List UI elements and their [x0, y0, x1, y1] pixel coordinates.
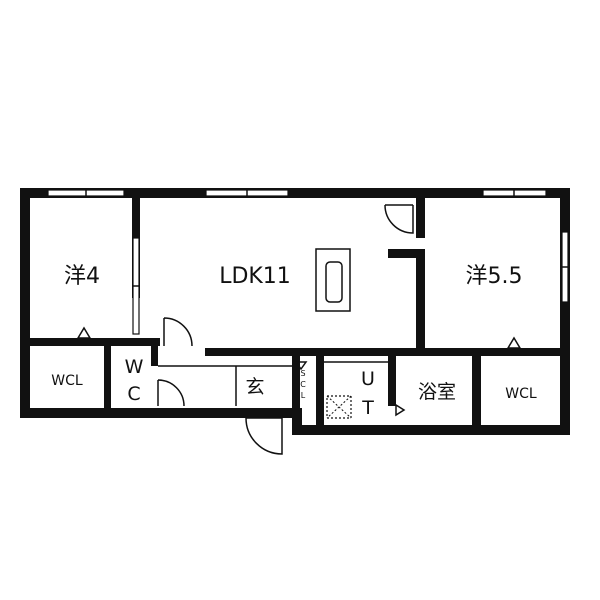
- marker-w4: [76, 326, 92, 339]
- outer-walls: [20, 188, 570, 435]
- sink: [325, 261, 343, 303]
- bottom-wall-left: [20, 408, 302, 418]
- label-entrance: 玄: [245, 376, 264, 398]
- label-wc-c: C: [127, 383, 140, 405]
- washer-space: [326, 395, 352, 419]
- label-scl-c: C: [300, 380, 306, 389]
- wall-ut-bath: [388, 356, 396, 406]
- door-entrance: [245, 417, 283, 455]
- wall-ldk-w55-stub: [388, 249, 425, 258]
- wall-wc-hall: [151, 346, 158, 366]
- door-ldk-top: [384, 204, 414, 234]
- room-labels: 洋4 LDK11 洋5.5 WCL W C 玄 S C L U T 浴室 WCL: [51, 264, 537, 419]
- left-wall: [20, 188, 30, 418]
- partitions: [158, 361, 388, 406]
- right-wall: [560, 188, 570, 435]
- wall-ldk-w55-upper: [416, 198, 425, 238]
- windows: [47, 189, 569, 335]
- label-ut-t: T: [361, 397, 374, 419]
- top-wall: [20, 188, 570, 198]
- label-bathroom: 浴室: [418, 381, 456, 403]
- markers: [76, 326, 522, 419]
- wall-entrance-right: [292, 356, 300, 408]
- marker-ut: [395, 403, 406, 417]
- wall-wcl-wc: [104, 346, 111, 408]
- label-ut-u: U: [361, 368, 375, 390]
- counter: [315, 248, 351, 312]
- wall-w4-bottom: [30, 338, 160, 346]
- wall-ldk-bottom: [205, 348, 570, 356]
- door-w4: [163, 317, 193, 347]
- wall-bath-wcl: [472, 356, 481, 425]
- label-wc-w: W: [125, 356, 144, 378]
- label-western-4: 洋4: [64, 264, 100, 289]
- doors: [157, 204, 414, 455]
- kitchen-counter: [315, 248, 351, 312]
- bottom-wall-step: [292, 408, 302, 435]
- label-scl-s: S: [300, 369, 305, 378]
- bottom-wall-right: [292, 425, 570, 435]
- marker-scl: [294, 361, 308, 371]
- wall-ldk-w55-lower: [416, 258, 425, 348]
- label-ldk: LDK11: [219, 264, 291, 289]
- wall-scl-ut: [316, 356, 324, 425]
- label-scl-l: L: [301, 391, 306, 400]
- marker-w55: [506, 336, 522, 349]
- door-wc: [157, 379, 185, 407]
- label-wcl-right: WCL: [505, 386, 537, 402]
- label-western-5-5: 洋5.5: [466, 264, 523, 289]
- label-wcl-left: WCL: [51, 373, 83, 389]
